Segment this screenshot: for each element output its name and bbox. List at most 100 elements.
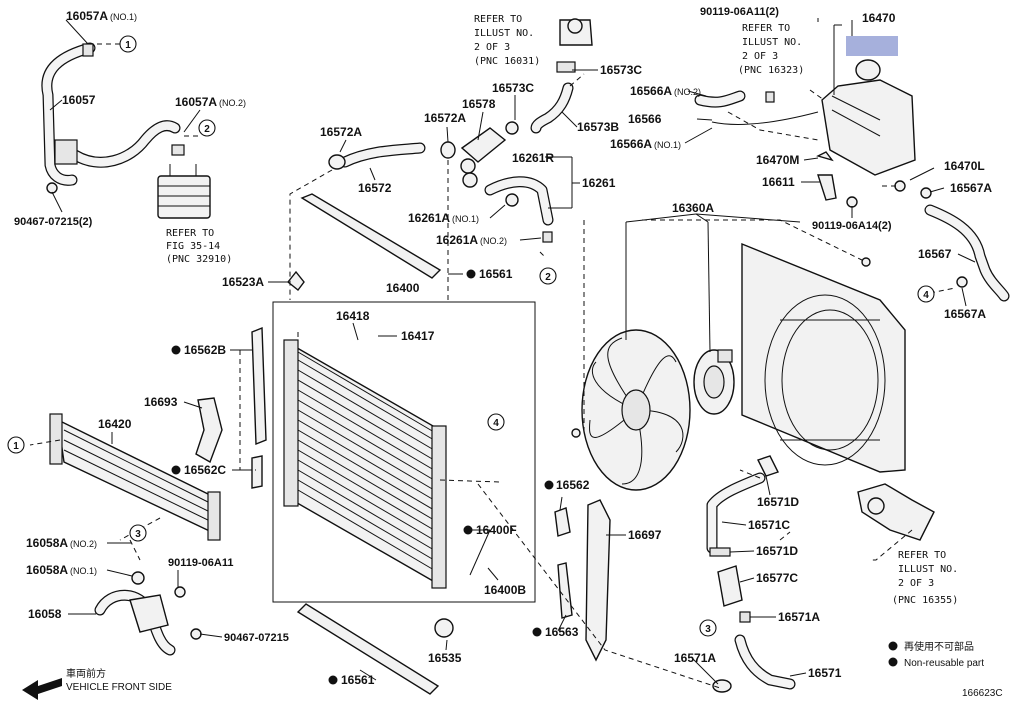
label-16571D-top: 16571D bbox=[757, 495, 799, 509]
refer-a-line3: 2 OF 3 bbox=[474, 42, 510, 53]
hose-16572 bbox=[328, 141, 456, 170]
pipe-16577C bbox=[717, 565, 751, 623]
front-label-japanese: 車両前方 bbox=[66, 667, 106, 680]
clamp-16470M bbox=[816, 151, 834, 162]
bolt-90119-06A14 bbox=[846, 196, 858, 208]
label-16571D-mid: 16571D bbox=[756, 544, 798, 558]
reservoir-16470 bbox=[821, 36, 916, 176]
legend-english: Non-reusable part bbox=[904, 658, 984, 669]
label-16261A-1: 16261A(NO.1) bbox=[408, 211, 479, 225]
label-16563: 16563 bbox=[545, 625, 579, 639]
label-16567: 16567 bbox=[918, 247, 952, 261]
label-16697: 16697 bbox=[628, 528, 662, 542]
refer-fig-line2: FIG 35-14 bbox=[166, 241, 220, 252]
bracket-16563 bbox=[557, 562, 573, 619]
bracket-16523A bbox=[287, 270, 305, 291]
callout-4-b: 4 bbox=[917, 285, 935, 303]
bracket-16562 bbox=[554, 507, 571, 537]
svg-text:1: 1 bbox=[13, 441, 19, 452]
label-16572A-left: 16572A bbox=[320, 125, 362, 139]
refer-fig-line3: (PNC 32910) bbox=[166, 254, 232, 265]
radiator-frame-box bbox=[272, 301, 536, 603]
hose-16058 bbox=[94, 571, 202, 656]
thermostat-cap bbox=[559, 18, 593, 46]
label-16400F: 16400F bbox=[476, 523, 517, 537]
svg-text:3: 3 bbox=[135, 529, 141, 540]
label-16057A-2: 16057A(NO.2) bbox=[175, 95, 246, 109]
fan-motor bbox=[693, 349, 735, 415]
label-16417: 16417 bbox=[401, 329, 435, 343]
refer-b-line2: ILLUST NO. bbox=[742, 37, 802, 48]
label-16470L: 16470L bbox=[944, 159, 985, 173]
label-16571C: 16571C bbox=[748, 518, 790, 532]
label-16571A-bottom: 16571A bbox=[674, 651, 716, 665]
label-16400B: 16400B bbox=[484, 583, 526, 597]
fan-shroud bbox=[741, 242, 906, 473]
callout-1-b: 1 bbox=[7, 436, 25, 454]
hose-16571 bbox=[712, 634, 796, 693]
hose-16057 bbox=[41, 42, 185, 194]
label-16567A-top: 16567A bbox=[950, 181, 992, 195]
svg-text:4: 4 bbox=[493, 418, 499, 429]
seal-16562B bbox=[251, 326, 267, 446]
label-16567A-bottom: 16567A bbox=[944, 307, 986, 321]
label-16057: 16057 bbox=[62, 93, 96, 107]
figure-id: 166623C bbox=[962, 688, 1003, 699]
refer-b-line3: 2 OF 3 bbox=[742, 51, 778, 62]
refer-b-line1: REFER TO bbox=[742, 23, 790, 34]
label-16572: 16572 bbox=[358, 181, 392, 195]
label-16418: 16418 bbox=[336, 309, 370, 323]
label-90119-06A14: 90119-06A14(2) bbox=[812, 220, 892, 232]
label-16562: 16562 bbox=[556, 478, 590, 492]
hose-16566 bbox=[694, 90, 819, 125]
label-16573C: 16573C bbox=[492, 81, 534, 95]
water-outlet-16578 bbox=[460, 121, 519, 188]
label-16611: 16611 bbox=[762, 175, 795, 189]
label-16562B: 16562B bbox=[184, 343, 226, 357]
clamp-16470L bbox=[894, 180, 906, 192]
legend-japanese: 再使用不可部品 bbox=[904, 640, 974, 653]
callout-3-b: 3 bbox=[699, 619, 717, 637]
label-16572A-mid: 16572A bbox=[424, 111, 466, 125]
label-16470M: 16470M bbox=[756, 153, 799, 167]
label-16058A-2: 16058A(NO.2) bbox=[26, 536, 97, 550]
bolt-shroud bbox=[861, 257, 871, 267]
refer-c-line4: (PNC 16355) bbox=[892, 595, 958, 606]
refer-fig-line1: REFER TO bbox=[166, 228, 214, 239]
label-16261: 16261 bbox=[582, 176, 616, 190]
nonreusable-markers bbox=[171, 269, 898, 685]
vehicle-front-arrow-icon bbox=[22, 678, 62, 700]
label-90119-06A11: 90119-06A11 bbox=[168, 557, 233, 569]
callout-3-a: 3 bbox=[129, 524, 147, 542]
bracket-16693 bbox=[195, 397, 223, 464]
label-16470: 16470 bbox=[862, 11, 896, 25]
label-16573B: 16573B bbox=[577, 120, 619, 134]
label-90119-06A11-2: 90119-06A11(2) bbox=[700, 6, 779, 18]
svg-text:2: 2 bbox=[545, 272, 551, 283]
oil-cooler-ref bbox=[157, 164, 211, 219]
refer-c-line1: REFER TO bbox=[898, 550, 946, 561]
label-16561-bottom: 16561 bbox=[341, 673, 375, 687]
label-16571A-right: 16571A bbox=[778, 610, 820, 624]
bracket-16697 bbox=[585, 499, 611, 662]
radiator-16400 bbox=[283, 339, 447, 589]
label-16523A: 16523A bbox=[222, 275, 264, 289]
hose-16571C bbox=[706, 455, 779, 557]
label-16535: 16535 bbox=[428, 651, 462, 665]
refer-a-line1: REFER TO bbox=[474, 14, 522, 25]
label-16058: 16058 bbox=[28, 607, 62, 621]
label-90467-a: 90467-07215(2) bbox=[14, 216, 93, 228]
label-16566: 16566 bbox=[628, 112, 662, 126]
water-inlet-16355 bbox=[857, 483, 935, 541]
svg-text:2: 2 bbox=[204, 124, 210, 135]
label-16562C: 16562C bbox=[184, 463, 226, 477]
label-16571: 16571 bbox=[808, 666, 842, 680]
label-16058A-1: 16058A(NO.1) bbox=[26, 563, 97, 577]
callout-1-a: 1 bbox=[119, 35, 137, 53]
fan-16360A bbox=[581, 329, 691, 491]
label-16566A-1: 16566A(NO.1) bbox=[610, 137, 681, 151]
label-16578: 16578 bbox=[462, 97, 496, 111]
refer-c-line3: 2 OF 3 bbox=[898, 578, 934, 589]
label-16420: 16420 bbox=[98, 417, 132, 431]
